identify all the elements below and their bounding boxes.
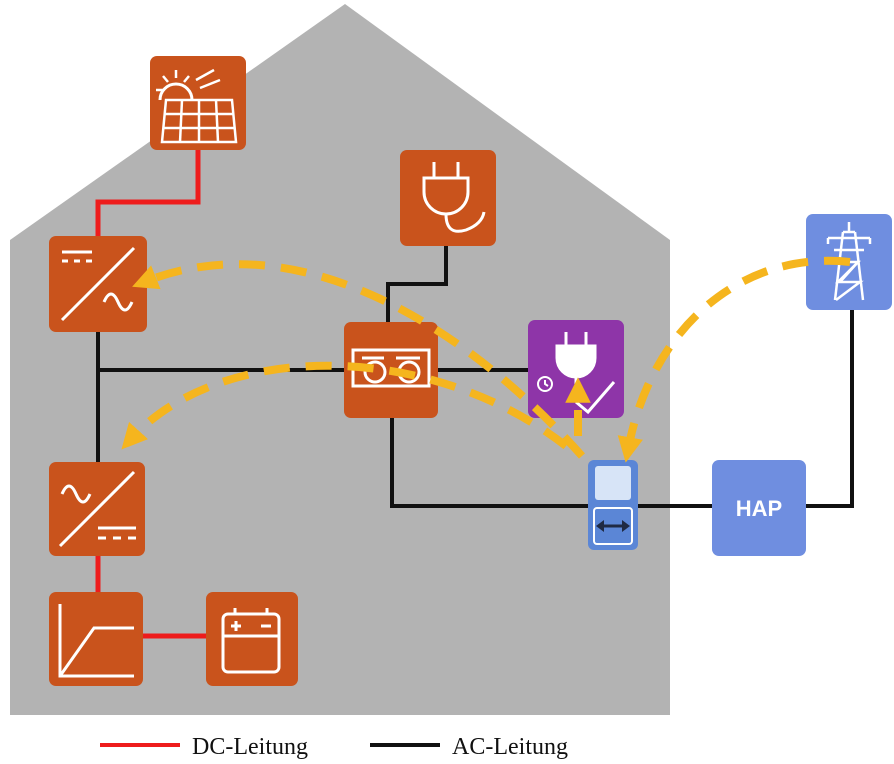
battery-inverter [49, 462, 145, 556]
smart-meter [588, 460, 638, 550]
house-outline [10, 4, 670, 715]
comm-arrow-from-grid [617, 256, 851, 463]
power-pylon-icon [826, 222, 872, 301]
dc-ac-inverter-icon [60, 246, 136, 322]
smart-consumer [528, 320, 624, 418]
ac-lines [96, 246, 854, 508]
dc-lines [95, 148, 206, 639]
hap-box: HAP [712, 460, 806, 556]
battery-icon [221, 608, 281, 674]
smart-meter-icon [593, 466, 633, 545]
legend: DC-Leitung AC-Leitung [100, 734, 568, 760]
charge-curve-icon [58, 604, 134, 678]
battery [206, 592, 298, 686]
charge-controller [49, 592, 143, 686]
hap-label: HAP [736, 496, 782, 521]
consumer [400, 150, 496, 246]
communication-arrows [121, 256, 851, 463]
solar-panel-icon [156, 68, 238, 144]
pv-module [150, 56, 246, 150]
ac-dc-inverter-icon [58, 470, 136, 548]
comm-arrow-to-pv-inverter [132, 260, 585, 459]
comm-arrow-to-battery-inverter [121, 361, 569, 450]
legend-ac-label: AC-Leitung [452, 734, 568, 760]
legend-dc-label: DC-Leitung [192, 734, 308, 760]
plug-icon [422, 162, 486, 233]
pv-inverter [49, 236, 147, 332]
